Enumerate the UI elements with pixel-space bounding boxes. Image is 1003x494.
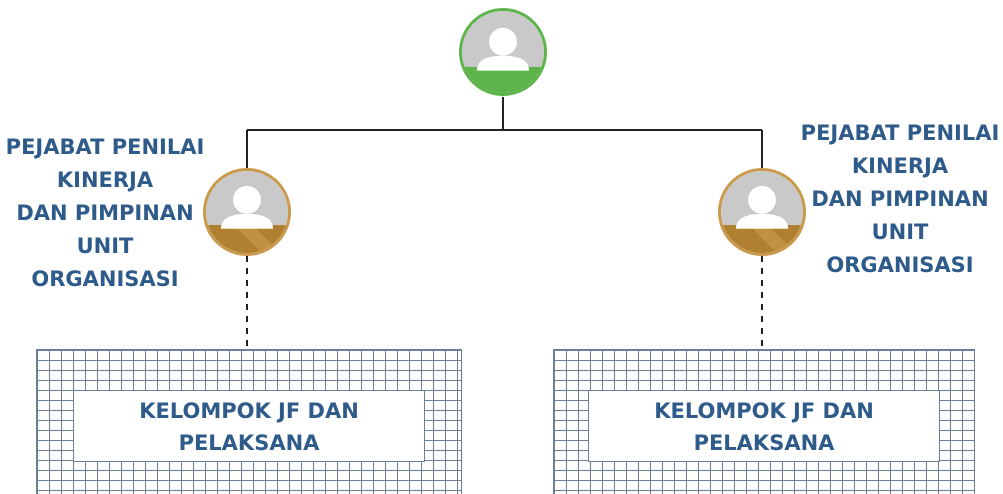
person-avatar-icon — [462, 11, 544, 93]
left-label-line: ORGANISASI — [31, 267, 179, 291]
left-label-line: KINERJA — [56, 168, 154, 192]
top-person-node — [459, 8, 547, 96]
right-group-title-line: PELAKSANA — [693, 431, 835, 455]
person-avatar-icon — [721, 171, 803, 253]
right-label-line: KINERJA — [851, 154, 949, 178]
right-group-title-line: KELOMPOK JF DAN — [654, 399, 874, 423]
right-group-title-box: KELOMPOK JF DAN PELAKSANA — [588, 390, 940, 462]
left-label-line: DAN PIMPINAN — [16, 201, 194, 225]
left-label-line: UNIT — [76, 234, 134, 258]
right-node-label: PEJABAT PENILAI KINERJA DAN PIMPINAN UNI… — [797, 117, 1003, 282]
left-node-label: PEJABAT PENILAI KINERJA DAN PIMPINAN UNI… — [0, 131, 210, 296]
right-group-box: KELOMPOK JF DAN PELAKSANA — [553, 349, 975, 494]
left-person-node — [203, 168, 291, 256]
left-group-title-box: KELOMPOK JF DAN PELAKSANA — [73, 390, 425, 462]
right-label-line: PEJABAT PENILAI — [800, 121, 1000, 145]
left-group-box: KELOMPOK JF DAN PELAKSANA — [36, 349, 462, 494]
right-person-node — [718, 168, 806, 256]
right-label-line: DAN PIMPINAN — [811, 187, 989, 211]
left-label-line: PEJABAT PENILAI — [5, 135, 205, 159]
person-avatar-icon — [206, 171, 288, 253]
right-label-line: UNIT — [871, 220, 929, 244]
right-label-line: ORGANISASI — [826, 253, 974, 277]
left-group-title-line: PELAKSANA — [178, 431, 320, 455]
left-group-title-line: KELOMPOK JF DAN — [139, 399, 359, 423]
